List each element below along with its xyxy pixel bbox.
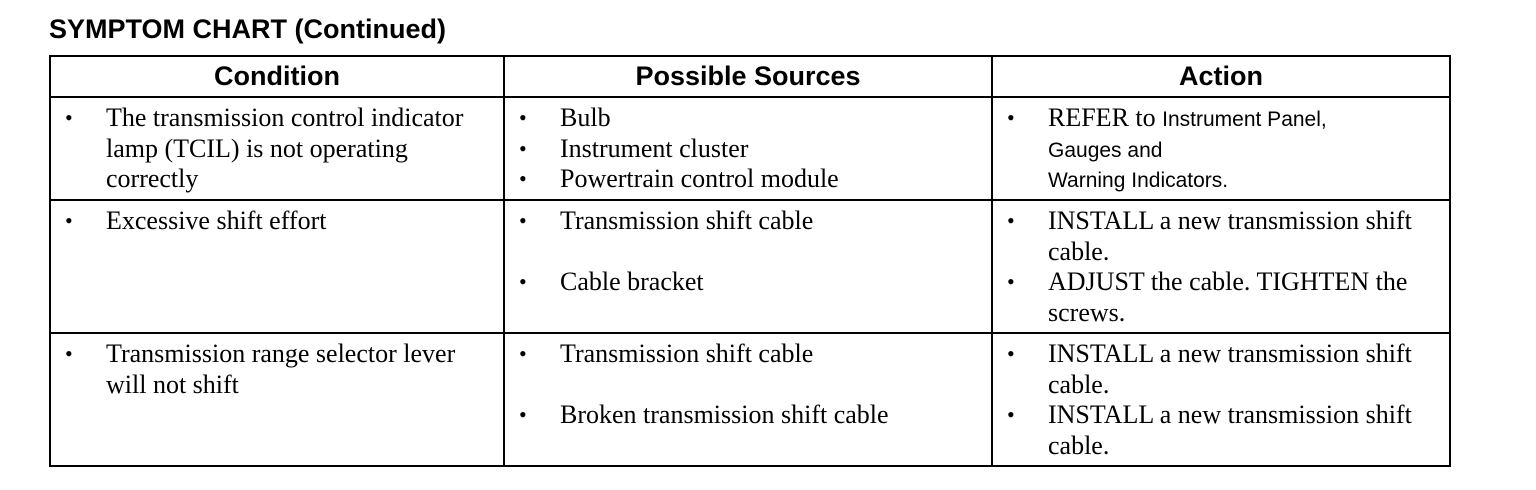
bullet-icon: •	[519, 105, 527, 130]
list-item: •INSTALL a new transmission shift cable.	[1007, 339, 1412, 399]
condition-cell: •The transmission control indicator lamp…	[49, 96, 505, 201]
bullet-icon: •	[519, 341, 527, 366]
list-item: •Instrument cluster	[519, 133, 749, 163]
sources-cell: •Transmission shift cable •Broken transm…	[503, 332, 993, 467]
bullet-icon: •	[519, 208, 527, 233]
action-list: •INSTALL a new transmission shift cable.…	[993, 334, 1449, 461]
condition-list: •Transmission range selector lever will …	[51, 334, 503, 400]
list-item: •Transmission shift cable	[519, 339, 814, 368]
table-row: •Transmission range selector lever will …	[49, 332, 1451, 467]
bullet-icon: •	[519, 166, 527, 191]
condition-cell: •Excessive shift effort	[49, 199, 505, 334]
list-item: •Bulb	[519, 103, 611, 132]
page-title: SYMPTOM CHART (Continued)	[49, 14, 446, 44]
action-cell: •INSTALL a new transmission shift cable.…	[991, 332, 1451, 467]
reference-title-line: Warning Indicators.	[1048, 169, 1229, 192]
sources-list: •Transmission shift cable •Broken transm…	[505, 334, 991, 431]
bullet-icon: •	[1007, 208, 1015, 233]
list-item: •Powertrain control module	[519, 164, 839, 193]
sources-cell: •Bulb •Instrument cluster •Powertrain co…	[503, 96, 993, 201]
table-row: •The transmission control indicator lamp…	[49, 96, 1451, 201]
table-row: •Excessive shift effort •Transmission sh…	[49, 199, 1451, 334]
condition-list: •The transmission control indicator lamp…	[51, 98, 503, 195]
list-item: •The transmission control indicator lamp…	[65, 103, 464, 193]
list-item: •ADJUST the cable. TIGHTEN the screws.	[1007, 267, 1408, 327]
list-item: •Broken transmission shift cable	[519, 400, 889, 429]
bullet-icon: •	[1007, 105, 1015, 130]
list-item: •Cable bracket	[519, 267, 704, 296]
list-item: •Transmission range selector lever will …	[65, 339, 456, 399]
bullet-icon: •	[65, 208, 73, 233]
table-header-row: Condition Possible Sources Action	[49, 55, 1451, 98]
bullet-icon: •	[65, 341, 73, 366]
reference-title-line: Instrument Panel,	[1162, 108, 1327, 131]
list-item: •Excessive shift effort	[65, 206, 327, 235]
list-item: •INSTALL a new transmission shift cable.	[1007, 206, 1412, 266]
bullet-icon: •	[65, 105, 73, 130]
bullet-icon: •	[1007, 341, 1015, 366]
bullet-icon: •	[519, 135, 527, 161]
condition-list: •Excessive shift effort	[51, 201, 503, 237]
sources-list: •Bulb •Instrument cluster •Powertrain co…	[505, 98, 991, 195]
action-cell: •INSTALL a new transmission shift cable.…	[991, 199, 1451, 334]
header-possible-sources: Possible Sources	[503, 55, 993, 98]
bullet-icon: •	[519, 402, 527, 427]
header-condition: Condition	[49, 55, 505, 98]
header-action: Action	[991, 55, 1451, 98]
reference-title-line: Gauges and	[1048, 138, 1163, 162]
action-list: •INSTALL a new transmission shift cable.…	[993, 201, 1449, 328]
list-item: •Transmission shift cable	[519, 206, 814, 235]
sources-cell: •Transmission shift cable •Cable bracket	[503, 199, 993, 334]
condition-cell: •Transmission range selector lever will …	[49, 332, 505, 467]
bullet-icon: •	[1007, 269, 1015, 294]
action-lead: REFER to	[1048, 103, 1156, 132]
list-item: •INSTALL a new transmission shift cable.	[1007, 400, 1412, 460]
bullet-icon: •	[1007, 402, 1015, 427]
bullet-icon: •	[519, 269, 527, 294]
symptom-chart-table: Condition Possible Sources Action •The t…	[49, 55, 1451, 467]
sources-list: •Transmission shift cable •Cable bracket	[505, 201, 991, 298]
